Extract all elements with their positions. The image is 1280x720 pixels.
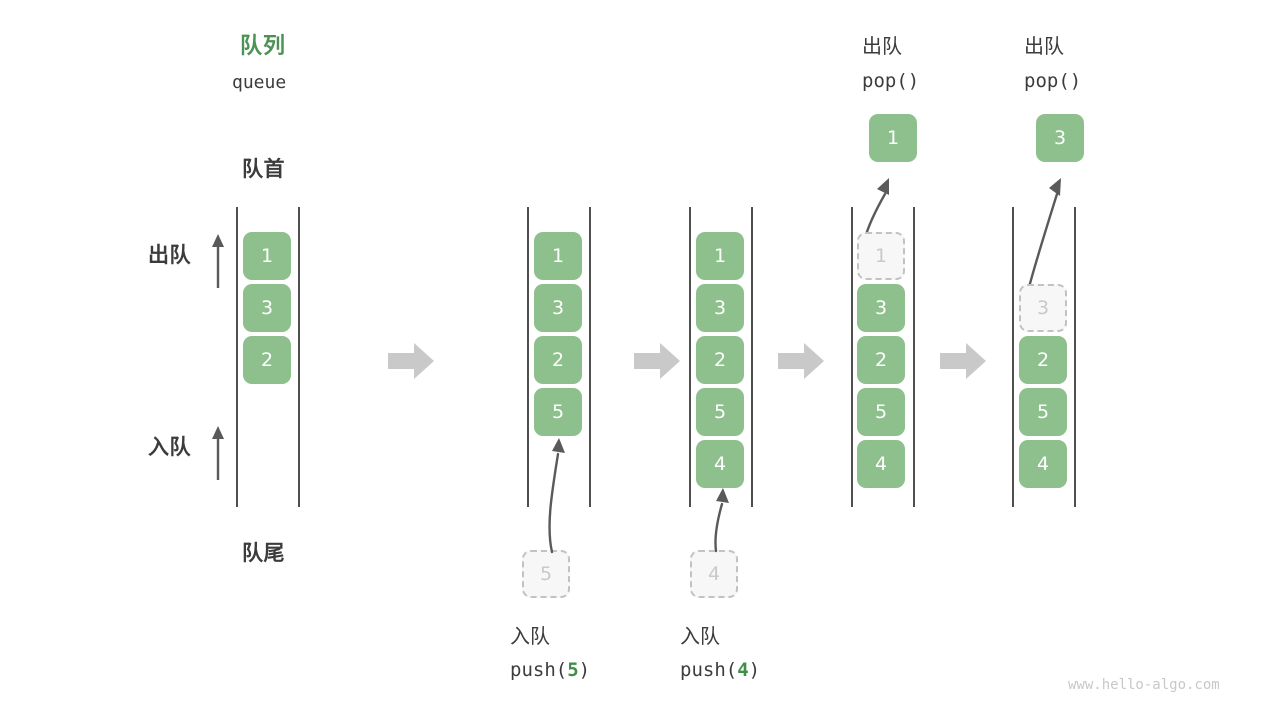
code-prefix: push(: [680, 659, 738, 681]
queue-rail-right: [1074, 207, 1076, 507]
queue-rail-right: [751, 207, 753, 507]
pop-op-label-cn: 出队: [862, 34, 902, 58]
pop-op-label-code: pop(): [1024, 70, 1082, 92]
queue-cell-new: 5: [534, 388, 582, 436]
push-motion-arrow-icon: [530, 430, 580, 555]
push-motion-arrow-icon: [698, 482, 748, 554]
incoming-element-ghost: 4: [690, 550, 738, 598]
flow-arrow-icon: [940, 341, 986, 381]
queue-rear-label: 队尾: [242, 541, 285, 565]
queue-cell-ghost: 1: [857, 232, 905, 280]
queue-cell: 2: [857, 336, 905, 384]
watermark: www.hello-algo.com: [1068, 677, 1220, 693]
queue-cell-new: 4: [696, 440, 744, 488]
queue-rail-left: [1012, 207, 1014, 507]
queue-cell: 1: [696, 232, 744, 280]
popped-element: 3: [1036, 114, 1084, 162]
code-value: 5: [567, 659, 579, 681]
queue-rail-right: [298, 207, 300, 507]
queue-cell: 1: [243, 232, 291, 280]
enqueue-direction-arrow-icon: [208, 424, 228, 480]
diagram-title-cn: 队列: [240, 34, 287, 59]
stage-caption-code: push(5): [510, 661, 590, 680]
queue-rail-right: [913, 207, 915, 507]
incoming-element-ghost: 5: [522, 550, 570, 598]
diagram-title-en: queue: [232, 72, 287, 93]
queue-cell: 2: [696, 336, 744, 384]
queue-rail-left: [851, 207, 853, 507]
popped-element: 1: [869, 114, 917, 162]
queue-cell: 3: [857, 284, 905, 332]
stage-caption-cn: 入队: [680, 624, 720, 648]
flow-arrow-icon: [778, 341, 824, 381]
queue-cell: 3: [243, 284, 291, 332]
code-suffix: ): [578, 659, 591, 681]
pop-op-label-code: pop(): [862, 70, 920, 92]
queue-cell: 1: [534, 232, 582, 280]
code-prefix: push(: [510, 659, 568, 681]
queue-rail-left: [689, 207, 691, 507]
queue-rail-right: [589, 207, 591, 507]
queue-cell: 2: [1019, 336, 1067, 384]
queue-rail-left: [527, 207, 529, 507]
code-value: 4: [737, 659, 749, 681]
queue-cell: 3: [534, 284, 582, 332]
pop-motion-arrow-icon: [1015, 172, 1075, 294]
dequeue-direction-label: 出队: [148, 243, 191, 267]
pop-op-label-cn: 出队: [1024, 34, 1064, 58]
code-suffix: ): [748, 659, 761, 681]
queue-cell: 5: [857, 388, 905, 436]
queue-cell: 2: [534, 336, 582, 384]
queue-rail-left: [236, 207, 238, 507]
queue-cell: 3: [696, 284, 744, 332]
stage-caption-cn: 入队: [510, 624, 550, 648]
dequeue-direction-arrow-icon: [208, 232, 228, 288]
queue-cell: 4: [857, 440, 905, 488]
queue-cell: 2: [243, 336, 291, 384]
stage-caption-code: push(4): [680, 661, 760, 680]
queue-cell: 5: [696, 388, 744, 436]
queue-cell-ghost: 3: [1019, 284, 1067, 332]
flow-arrow-icon: [388, 341, 434, 381]
queue-cell: 5: [1019, 388, 1067, 436]
queue-cell: 4: [1019, 440, 1067, 488]
flow-arrow-icon: [634, 341, 680, 381]
enqueue-direction-label: 入队: [148, 435, 191, 459]
queue-front-label: 队首: [242, 157, 285, 181]
